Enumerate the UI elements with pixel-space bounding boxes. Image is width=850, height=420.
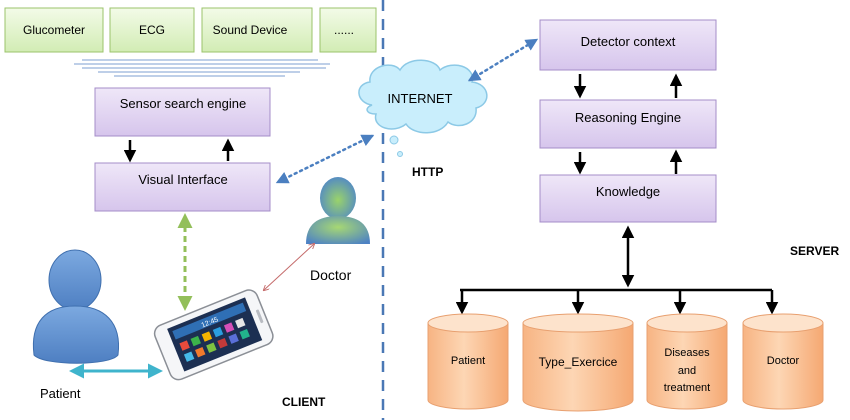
reasoning-engine-box: Reasoning Engine [539,99,717,149]
link-phone-doctor [264,244,314,290]
svg-text:INTERNET: INTERNET [388,91,453,106]
svg-text:and: and [678,365,696,377]
link-internet-interface [275,134,375,184]
knowledge-box: Knowledge [539,174,717,223]
smartphone-icon: 12:45 [153,289,274,381]
svg-text:Doctor: Doctor [767,355,800,367]
svg-text:Glucometer: Glucometer [23,23,85,37]
http-label: HTTP [412,165,443,179]
database-patient: Patient [427,313,509,410]
server-label: SERVER [790,244,839,258]
svg-text:Sensor search engine: Sensor search engine [120,96,246,111]
svg-text:treatment: treatment [664,382,710,394]
client-label: CLIENT [282,395,326,409]
svg-text:ECG: ECG [139,23,165,37]
svg-text:Diseases: Diseases [664,347,710,359]
svg-text:Type_Exercice: Type_Exercice [539,355,618,369]
patient-label: Patient [40,386,81,401]
svg-text:Sound Device: Sound Device [213,23,288,37]
internet-cloud: INTERNET [358,59,488,157]
doctor-label: Doctor [310,267,352,283]
svg-text:Reasoning Engine: Reasoning Engine [575,110,681,125]
database-diseases-treatment: Diseases and treatment [646,313,728,410]
visual-interface-box: Visual Interface [94,162,271,212]
svg-text:Knowledge: Knowledge [596,184,660,199]
device-ecg: ECG [109,7,195,53]
device-more: ...... [319,7,377,53]
device-sound-device: Sound Device [201,7,313,53]
doctor-icon [306,177,370,244]
sensor-bus-lines [74,59,330,77]
database-doctor: Doctor [742,313,824,410]
svg-text:Patient: Patient [451,355,485,367]
detector-context-box: Detector context [539,19,717,71]
link-internet-detector [467,38,539,82]
patient-icon [32,249,120,364]
sensor-search-engine-box: Sensor search engine [94,87,271,137]
database-type-exercice: Type_Exercice [522,313,634,412]
device-glucometer: Glucometer [4,7,104,53]
svg-text:......: ...... [334,23,354,37]
svg-text:Visual Interface: Visual Interface [138,172,227,187]
svg-text:Detector context: Detector context [581,34,676,49]
